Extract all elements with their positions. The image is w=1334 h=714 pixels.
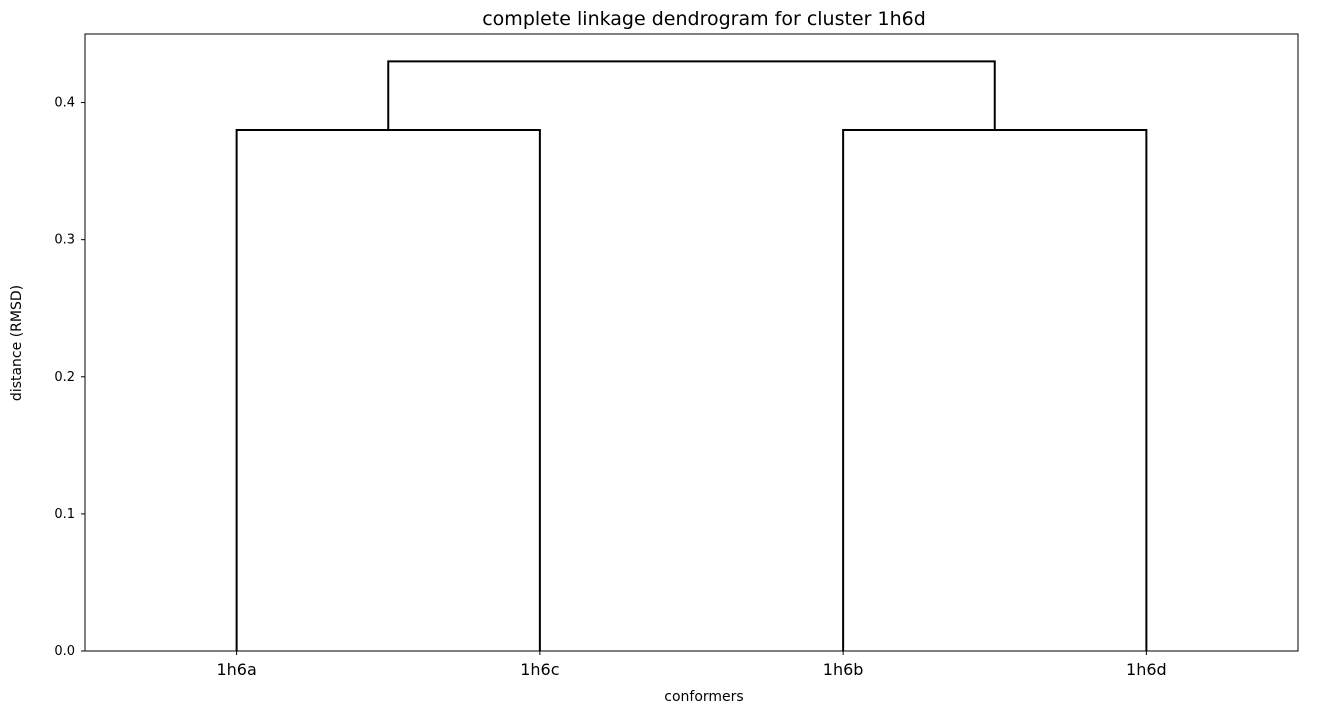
plot-area (84, 33, 1299, 652)
x-axis-ticks: 1h6a 1h6c 1h6b 1h6d (216, 651, 1167, 679)
dendrogram-links (235, 60, 1148, 651)
dendrogram-link (842, 128, 1148, 651)
chart-title: complete linkage dendrogram for cluster … (482, 8, 926, 30)
y-tick-label: 0.0 (54, 644, 75, 659)
x-tick-label: 1h6c (520, 660, 559, 679)
x-tick-label: 1h6d (1126, 660, 1167, 679)
y-tick-label: 0.1 (54, 507, 75, 522)
y-tick-label: 0.2 (54, 370, 75, 385)
x-tick-label: 1h6a (216, 660, 256, 679)
y-tick-label: 0.4 (54, 96, 75, 111)
dendrogram-link (387, 60, 996, 130)
y-tick-label: 0.3 (54, 233, 75, 248)
y-axis-label: distance (RMSD) (9, 285, 25, 401)
dendrogram-link (235, 128, 541, 651)
y-axis-ticks: 0.0 0.1 0.2 0.3 0.4 (54, 96, 85, 659)
x-axis-label: conformers (664, 689, 743, 705)
x-tick-label: 1h6b (823, 660, 864, 679)
